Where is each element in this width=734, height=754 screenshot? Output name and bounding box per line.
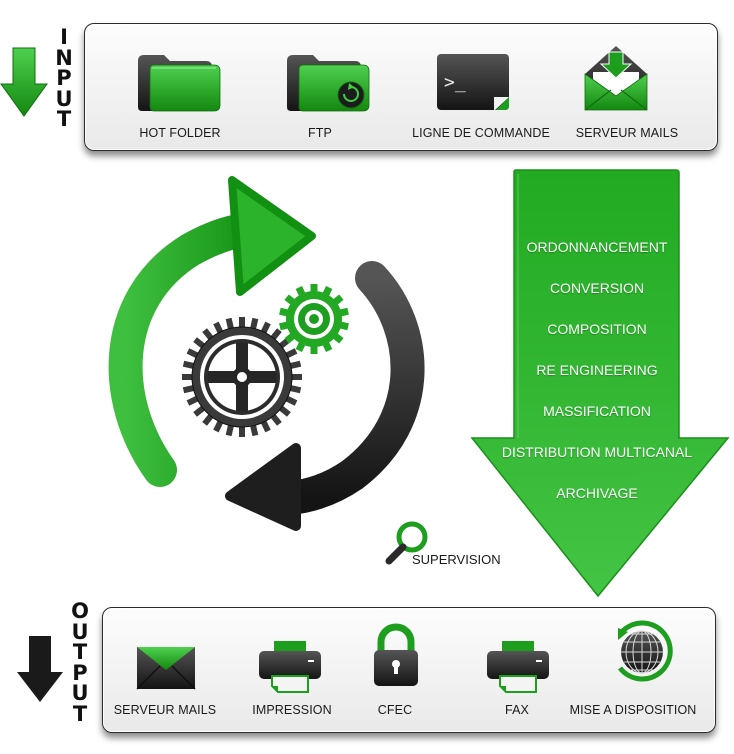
output-title: O U T P U T: [71, 599, 89, 726]
supervision-label: SUPERVISION: [412, 552, 501, 567]
cycle-arrows-icon: [108, 176, 425, 531]
terminal-prompt: >_: [444, 72, 466, 93]
small-gear-icon: [279, 284, 349, 354]
input-title: I N P U T: [55, 25, 73, 131]
output-label-mise-a-disposition: MISE A DISPOSITION: [569, 703, 697, 717]
output-label-printing: IMPRESSION: [252, 703, 332, 717]
output-label-cfec: CFEC: [377, 703, 413, 717]
globe-icon[interactable]: [610, 618, 676, 688]
process-step-distribution: DISTRIBUTION MULTICANAL: [501, 444, 693, 460]
output-label-mail-server: SERVEUR MAILS: [113, 703, 217, 717]
ftp-folder-icon[interactable]: [285, 53, 371, 113]
padlock-icon[interactable]: [372, 623, 420, 688]
large-gear-icon: [182, 317, 302, 437]
process-step-re-engineering: RE ENGINEERING: [536, 362, 658, 378]
terminal-icon[interactable]: [436, 53, 512, 113]
process-step-ordonnancement: ORDONNANCEMENT: [526, 239, 668, 255]
output-down-arrow-icon: [17, 636, 63, 702]
process-step-conversion: CONVERSION: [549, 280, 645, 296]
folder-icon[interactable]: [136, 53, 222, 113]
magnifier-icon: [385, 521, 428, 565]
input-label-command-line: LIGNE DE COMMANDE: [412, 126, 550, 140]
process-step-archivage: ARCHIVAGE: [556, 485, 638, 501]
input-label-hot-folder: HOT FOLDER: [139, 126, 221, 140]
printer-icon[interactable]: [258, 640, 322, 694]
mail-download-icon[interactable]: [583, 42, 649, 112]
fax-icon[interactable]: [486, 640, 550, 694]
process-step-massification: MASSIFICATION: [543, 403, 651, 419]
output-label-fax: FAX: [505, 703, 529, 717]
process-down-arrow: [470, 169, 730, 598]
input-label-mail-server: SERVEUR MAILS: [575, 126, 679, 140]
input-label-ftp: FTP: [308, 126, 332, 140]
mail-icon[interactable]: [136, 646, 196, 690]
process-step-composition: COMPOSITION: [547, 321, 647, 337]
input-down-arrow-icon: [0, 47, 48, 117]
